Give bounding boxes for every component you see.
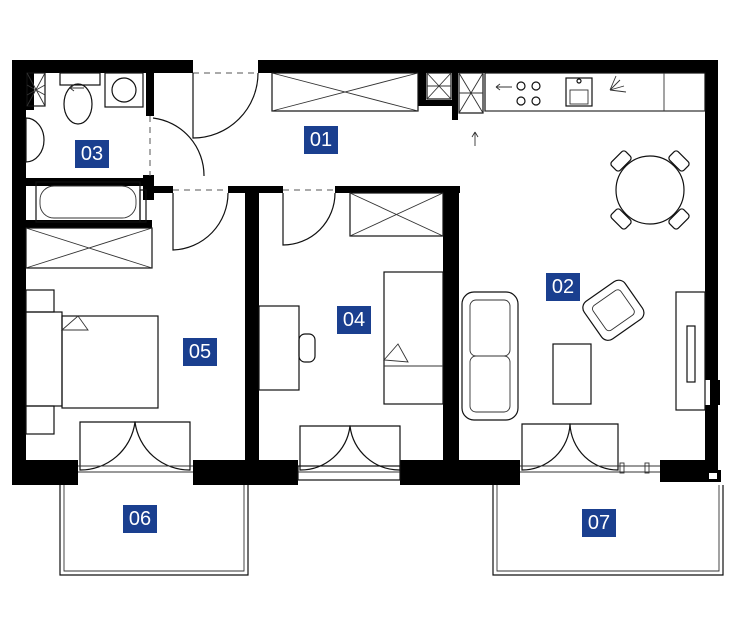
ventilation-shafts: [26, 72, 484, 114]
room-04-label[interactable]: 04: [337, 306, 371, 334]
room-03-label[interactable]: 03: [75, 140, 109, 168]
bedroom-04-furniture: [258, 271, 444, 481]
kitchen: [471, 72, 706, 146]
room-01-label[interactable]: 01: [304, 126, 338, 154]
balconies: [59, 470, 724, 576]
room-02-label[interactable]: 02: [546, 273, 580, 301]
walls: [12, 60, 720, 485]
living-room-furniture: [461, 150, 706, 421]
wardrobes: [25, 72, 444, 269]
openings: [149, 72, 336, 251]
room-05-label[interactable]: 05: [183, 338, 217, 366]
living-room-balcony-doors: [520, 423, 660, 474]
room-07-label[interactable]: 07: [582, 509, 616, 537]
bathroom-fixtures: [25, 72, 147, 223]
bedroom-05-furniture: [25, 289, 193, 473]
room-06-label[interactable]: 06: [123, 505, 157, 533]
